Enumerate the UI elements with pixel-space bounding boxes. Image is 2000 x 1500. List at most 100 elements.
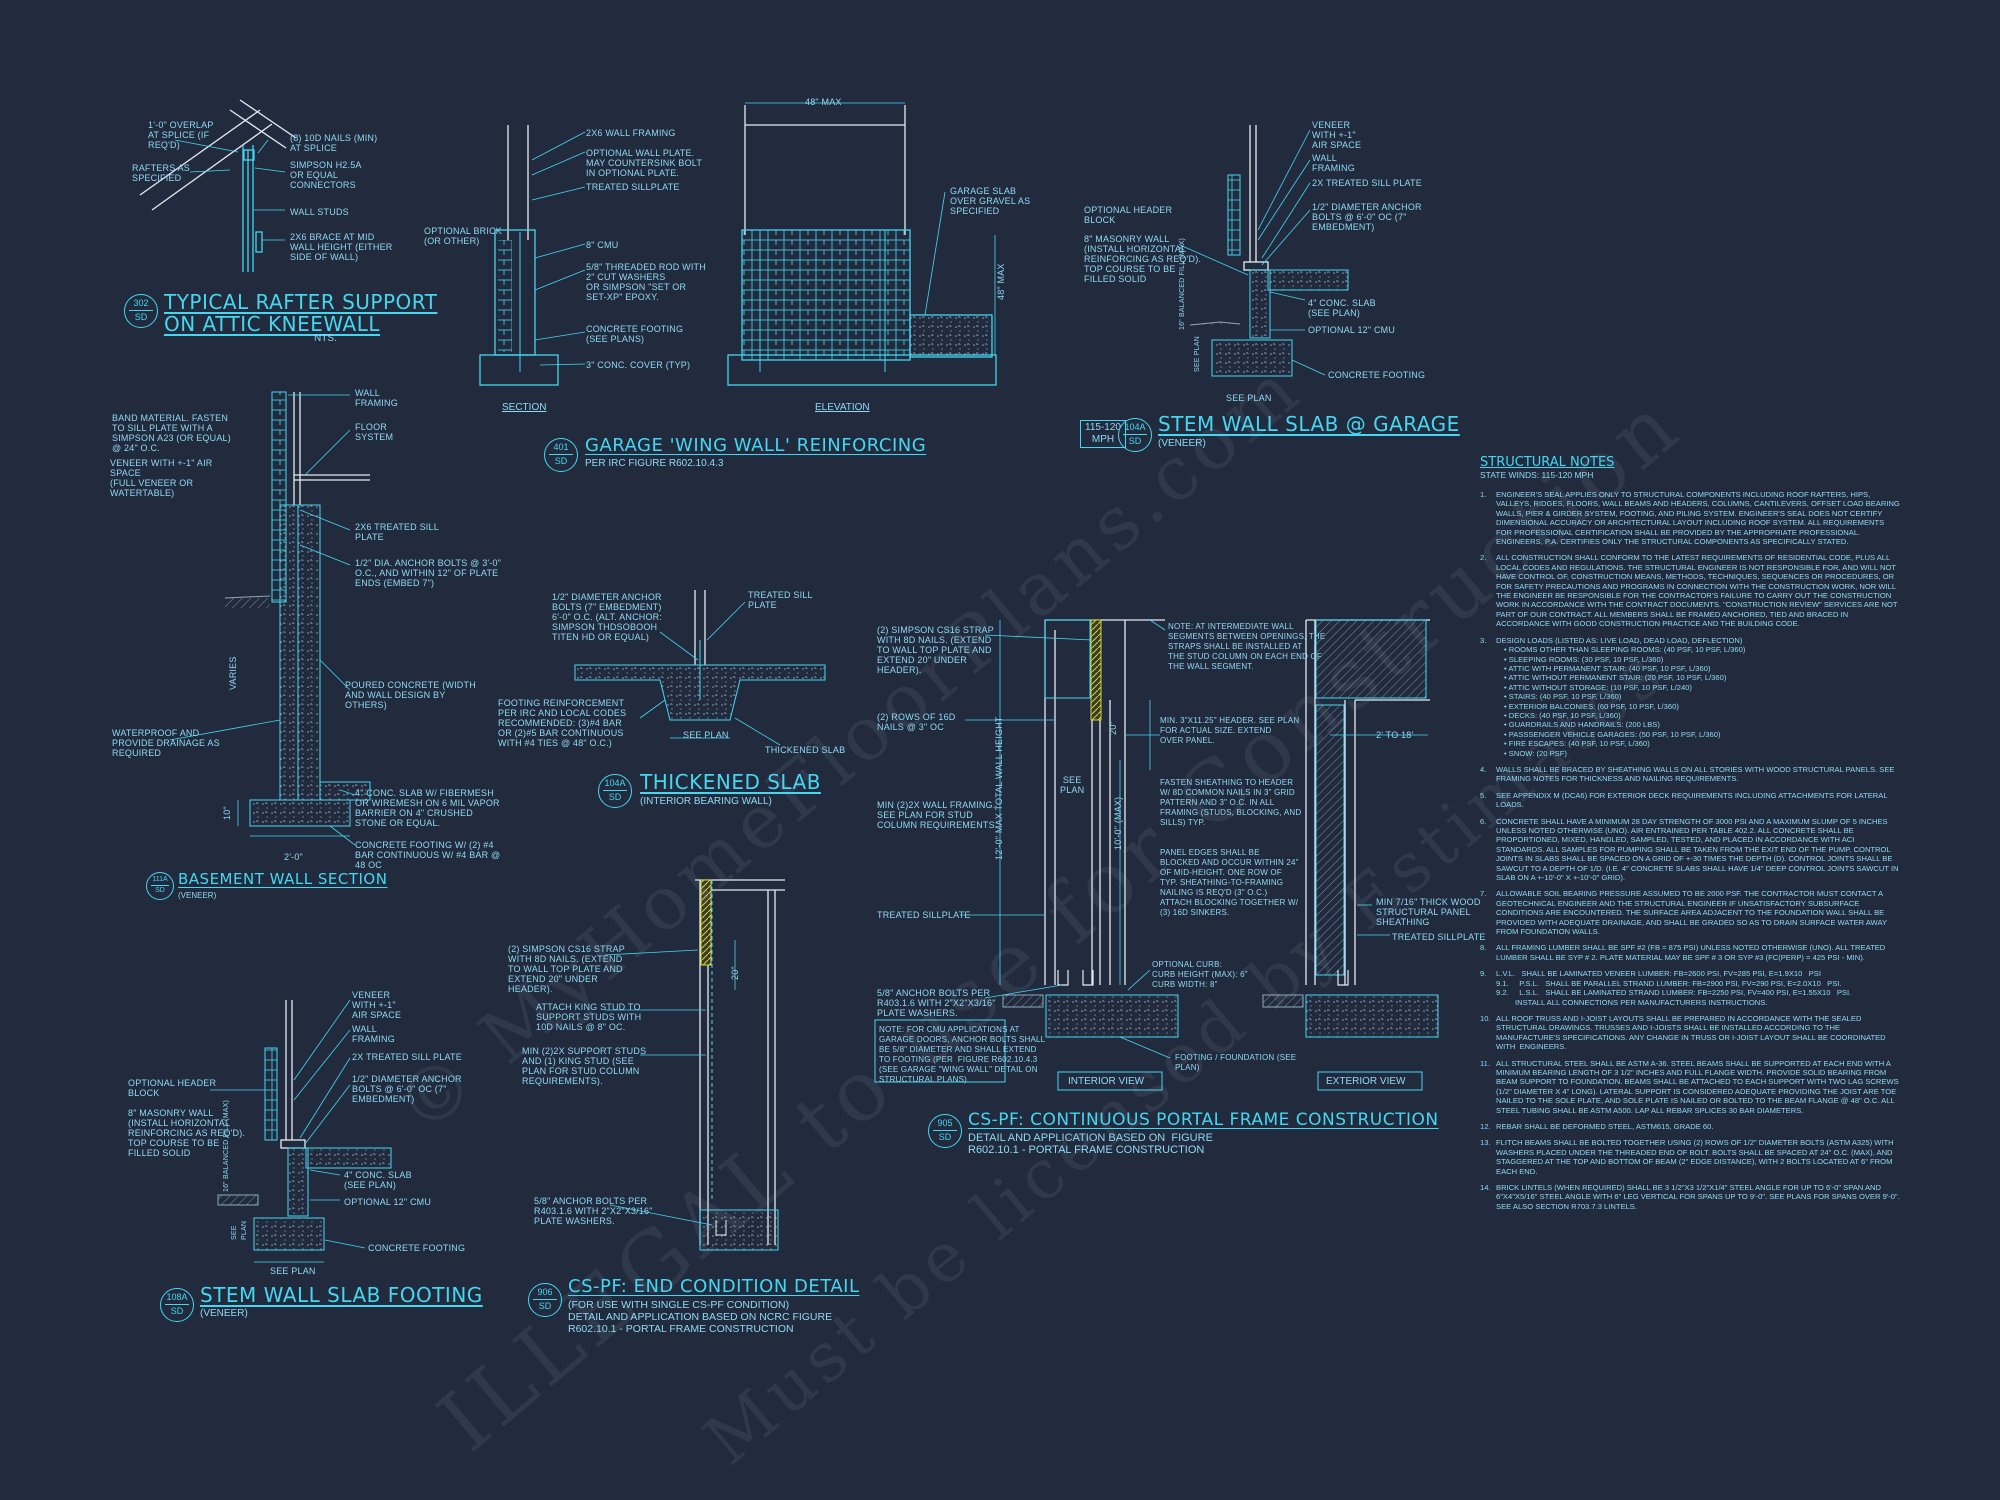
structural-notes-list: 1.ENGINEER'S SEAL APPLIES ONLY TO STRUCT… <box>1480 490 1900 1211</box>
d108a-num: 108A <box>165 1291 189 1305</box>
d905-label-4: MIN. 3"x11.25" HEADER. SEE PLAN FOR ACTU… <box>1160 716 1300 745</box>
structural-note-number: 13. <box>1480 1138 1491 1148</box>
structural-notes-title: STRUCTURAL NOTES <box>1480 455 1615 470</box>
d108a-label-2: WALL FRAMING <box>352 1024 395 1044</box>
structural-notes: STRUCTURAL NOTES STATE Winds: 115-120 mp… <box>1480 455 1900 1218</box>
structural-note-text: ALLOWABLE SOIL BEARING PRESSURE ASSUMED … <box>1496 889 1889 937</box>
structural-note-bullet: SNOW: (20 PSF) <box>1504 749 1900 758</box>
d108a-label-7: 4" CONC. SLAB (SEE PLAN) <box>344 1170 412 1190</box>
structural-note-item: 1.ENGINEER'S SEAL APPLIES ONLY TO STRUCT… <box>1480 490 1900 546</box>
d906-sheet: SD <box>538 1301 552 1311</box>
d905-see-plan: SEE PLAN <box>1060 775 1085 795</box>
structural-note-number: 2. <box>1480 553 1487 563</box>
d104a-g-sub: (VENEER) <box>1158 438 1206 449</box>
structural-note-bullet: STAIRS: (40 PSF, 10 PSF, L/360) <box>1504 692 1900 701</box>
structural-note-item: 13.FLITCH BEAMS SHALL BE BOLTED TOGETHER… <box>1480 1138 1900 1176</box>
detail-906-end-condition <box>604 879 785 1251</box>
d302-title-2: ON ATTIC KNEEWALL <box>164 312 380 336</box>
d302-label-2: (8) 10d NAILS (MIN) AT SPLICE <box>290 133 378 153</box>
structural-note-text: WALLS SHALL BE BRACED BY SHEATHING WALLS… <box>1496 764 1897 784</box>
d905-label-1: (2) SIMPSON CS16 STRAP WITH 8d NAILS. (E… <box>877 625 994 675</box>
detail-401-wing-wall <box>479 102 997 386</box>
d108a-label-6: 8" MASONRY WALL (INSTALL HORIZONTAL REIN… <box>128 1108 246 1158</box>
d104a-g-label-6: 8" MASONRY WALL (INSTALL HORIZONTAL REIN… <box>1084 234 1202 284</box>
d401-sheet: SD <box>554 456 568 466</box>
d302-title-1: TYPICAL RAFTER SUPPORT <box>164 290 438 314</box>
d401-dim-side: 48" MAX <box>996 263 1006 300</box>
structural-note-bullet: GUARDRAILS AND HANDRAILS: (200 LBS) <box>1504 720 1900 729</box>
d111a-label-6: 1/2" DIA. ANCHOR BOLTS @ 3'-0" O.C., AND… <box>355 558 502 588</box>
d401-label-3: TREATED SILLPLATE <box>586 182 680 192</box>
d111a-label-5: 2x6 TREATED SILL PLATE <box>355 522 439 542</box>
structural-note-text: L.V.L. SHALL BE LAMINATED VENEER LUMBER:… <box>1496 969 1852 1007</box>
structural-note-text: ALL STRUCTURAL STEEL SHALL BE ASTM A-36.… <box>1496 1058 1901 1115</box>
d401-title: GARAGE 'WING WALL' REINFORCING <box>585 435 927 456</box>
d104a-ts-label-2: TREATED SILL PLATE <box>748 590 813 610</box>
structural-note-item: 2. ALL CONSTRUCTION SHALL CONFORM TO THE … <box>1480 553 1900 628</box>
d108a-label-1: VENEER WITH +-1" AIR SPACE <box>352 990 402 1020</box>
d302-label-5: WALL STUDS <box>290 207 349 217</box>
d302-label-4: SIMPSON H2.5A OR EQUAL CONNECTORS <box>290 160 362 190</box>
d905-title: CS-PF: CONTINUOUS PORTAL FRAME CONSTRUCT… <box>968 1110 1439 1130</box>
d905-exterior-view: EXTERIOR VIEW <box>1326 1076 1406 1087</box>
d401-label-6: 5/8" THREADED ROD WITH 2" CUT WASHERS OR… <box>586 262 706 302</box>
d906-dim: 20" <box>730 966 740 980</box>
structural-note-text: ALL CONSTRUCTION SHALL CONFORM TO THE LA… <box>1496 553 1900 629</box>
d108a-label-3: 2x TREATED SILL PLATE <box>352 1052 462 1062</box>
structural-note-text: ALL FRAMING LUMBER SHALL BE SPF #2 (Fb =… <box>1496 943 1888 962</box>
d104a-g-label-2: WALL FRAMING <box>1312 153 1355 173</box>
d905-dim-h: 10'-0" (MAX) <box>1113 796 1123 850</box>
structural-note-item: 10.ALL ROOF TRUSS AND I-JOIST LAYOUTS SH… <box>1480 1014 1900 1052</box>
d108a-label-5: 1/2" DIAMETER ANCHOR BOLTS @ 6'-0" OC (7… <box>352 1074 462 1104</box>
detail-104a-stem-wall-garage <box>1179 125 1349 377</box>
structural-note-bullet: ATTIC WITH PERMANENT STAIR: (40 PSF, 10 … <box>1504 664 1900 673</box>
d906-label-2: ATTACH KING STUD TO SUPPORT STUDS WITH 1… <box>536 1002 642 1032</box>
d104a-ts-sheet: SD <box>608 792 622 802</box>
structural-note-text: CONCRETE SHALL HAVE A MINIMUM 28 DAY STR… <box>1496 816 1901 883</box>
structural-note-bullet: ATTIC WITHOUT PERMANENT STAIR: (20 PSF, … <box>1504 673 1900 682</box>
d104a-ts-sub: (INTERIOR BEARING WALL) <box>640 796 772 807</box>
d111a-label-4: VENEER WITH +-1" AIR SPACE (FULL VENEER … <box>110 458 213 498</box>
structural-note-item: 7. ALLOWABLE SOIL BEARING PRESSURE ASSUME… <box>1480 889 1900 936</box>
d104a-g-fill: 16" BALANCED FILL (MAX) <box>1179 237 1186 330</box>
d905-label-2: NOTE: AT INTERMEDIATE WALL SEGMENTS BETW… <box>1168 622 1326 671</box>
structural-note-bullet: SLEEPING ROOMS: (30 PSF, 10 PSF, L/360) <box>1504 655 1900 664</box>
d108a-title: STEM WALL SLAB FOOTING <box>200 1283 483 1307</box>
structural-note-item: 6.CONCRETE SHALL HAVE A MINIMUM 28 DAY S… <box>1480 817 1900 883</box>
d111a-label-7: POURED CONCRETE (WIDTH AND WALL DESIGN B… <box>345 680 476 710</box>
d104a-g-label-1: VENEER WITH +-1" AIR SPACE <box>1312 120 1362 150</box>
d401-label-8: 3" CONC. COVER (TYP) <box>586 360 691 370</box>
structural-note-number: 7. <box>1480 889 1487 899</box>
d906-label-4: 5/8" ANCHOR BOLTS PER R403.1.6 WITH 2"x2… <box>534 1196 653 1226</box>
d401-num: 401 <box>549 441 573 455</box>
d111a-label-2: BAND MATERIAL. FASTEN TO SILL PLATE WITH… <box>112 413 231 453</box>
d302-scale: NTS. <box>314 333 337 344</box>
detail-104a-thickened-slab <box>574 590 826 746</box>
d111a-label-10: CONCRETE FOOTING W/ (2) #4 BAR CONTINUOU… <box>355 840 501 870</box>
structural-note-bullet: DECKS: (40 PSF, 10 PSF, L/360) <box>1504 711 1900 720</box>
structural-note-item: 9.L.V.L. SHALL BE LAMINATED VENEER LUMBE… <box>1480 969 1900 1007</box>
d401-label-2: OPTIONAL WALL PLATE. MAY COUNTERSINK BOL… <box>586 148 703 178</box>
d906-label-1: (2) SIMPSON CS16 STRAP WITH 8d NAILS. (E… <box>508 944 625 994</box>
d905-sub: DETAIL AND APPLICATION BASED ON FIGURE R… <box>968 1132 1213 1156</box>
structural-note-number: 14. <box>1480 1183 1491 1192</box>
d905-label-14: TREATED SILLPLATE <box>1392 932 1486 942</box>
structural-notes-sub: STATE Winds: 115-120 mph <box>1480 470 1594 480</box>
detail-111a-basement-wall <box>169 391 371 846</box>
d111a-varies: VARIES <box>228 656 238 690</box>
d905-label-13: MIN 7/16" THICK WOOD STRUCTURAL PANEL SH… <box>1376 897 1481 927</box>
d401-label-4: OPTIONAL BRICK (OR OTHER) <box>424 226 502 246</box>
structural-note-bullet: FIRE ESCAPES: (40 PSF, 10 PSF, L/360) <box>1504 739 1900 748</box>
d111a-sheet: SD <box>155 887 165 894</box>
d302-label-3: RAFTERS AS SPECIFIED <box>132 163 191 183</box>
d111a-num: 111A <box>151 875 169 886</box>
structural-note-text: ENGINEER'S SEAL APPLIES ONLY TO STRUCTUR… <box>1496 490 1902 547</box>
d104a-g-label-9: CONCRETE FOOTING <box>1328 370 1426 380</box>
structural-note-number: 12. <box>1480 1121 1491 1131</box>
